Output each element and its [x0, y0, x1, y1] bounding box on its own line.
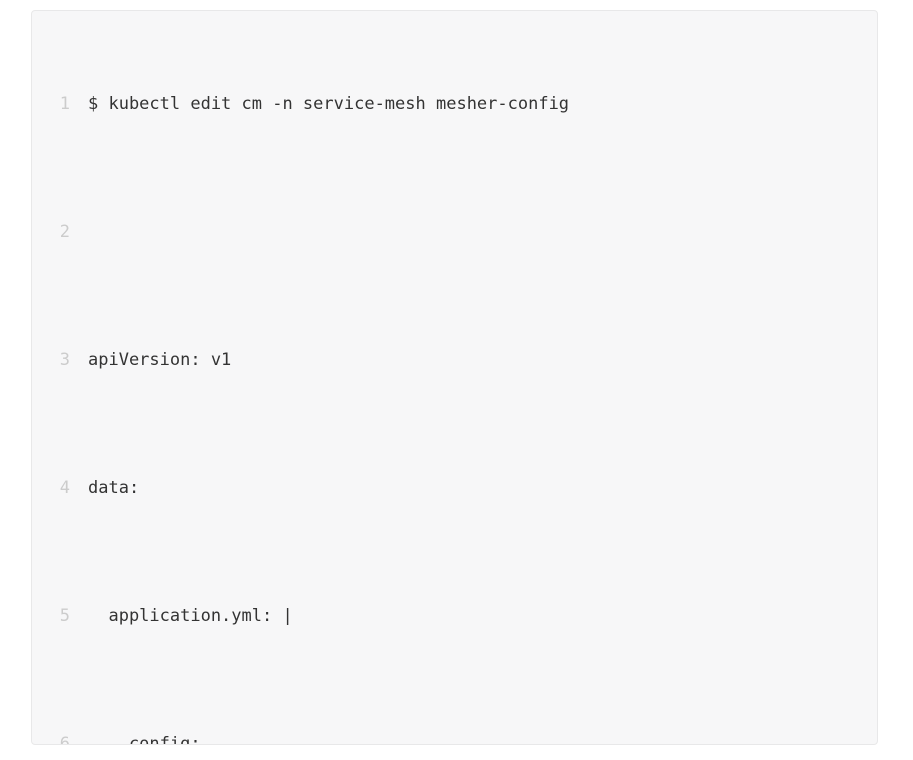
code-token-plain: application.yml: | [88, 606, 293, 626]
line-content: apiVersion: v1 [88, 344, 231, 376]
code-line: 2 [32, 216, 877, 248]
line-number: 6 [59, 734, 70, 745]
line-content: config: [88, 728, 201, 745]
code-token-plain: apiVersion: v1 [88, 350, 232, 370]
code-token-plain: $ kubectl edit cm -n service-mesh mesher… [88, 94, 570, 114]
line-number: 5 [59, 606, 70, 626]
code-token-plain: data: [88, 478, 140, 498]
line-content: $ kubectl edit cm -n service-mesh mesher… [88, 88, 569, 120]
code-line: 4 data: [32, 472, 877, 504]
line-number: 2 [59, 222, 70, 242]
code-line: 6 config: [32, 728, 877, 745]
line-content: application.yml: | [88, 600, 293, 632]
line-number: 4 [59, 478, 70, 498]
line-number: 3 [59, 350, 70, 370]
code-line: 5 application.yml: | [32, 600, 877, 632]
code-line: 3 apiVersion: v1 [32, 344, 877, 376]
code-block: 1 $ kubectl edit cm -n service-mesh mesh… [31, 10, 878, 745]
line-content: data: [88, 472, 139, 504]
code-line: 1 $ kubectl edit cm -n service-mesh mesh… [32, 88, 877, 120]
line-number: 1 [59, 94, 70, 114]
code-token-plain: config: [88, 734, 201, 745]
